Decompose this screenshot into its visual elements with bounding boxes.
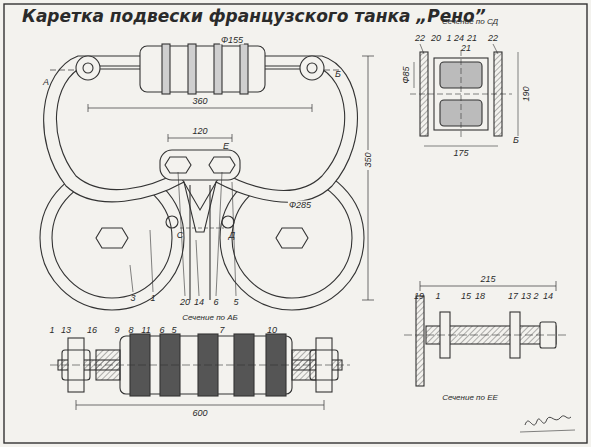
callout-number: 22 <box>488 34 498 43</box>
section-letter: А <box>43 78 49 87</box>
callout-number: 15 <box>461 292 471 301</box>
callout-number: 9 <box>114 326 119 335</box>
section-letter: Д <box>229 231 235 240</box>
dimension-text: 350 <box>364 151 373 168</box>
dimension-text: Ф285 <box>288 201 312 210</box>
callout-number: 3 <box>130 294 135 303</box>
callout-number: 8 <box>128 326 133 335</box>
dimension-text: Ф155 <box>220 36 244 45</box>
callout-number: 18 <box>475 292 485 301</box>
callout-number: 6 <box>159 326 164 335</box>
callout-number: 13 <box>61 326 71 335</box>
callout-number: 7 <box>219 326 224 335</box>
callout-number: 10 <box>267 326 277 335</box>
callout-number: 17 <box>508 292 518 301</box>
callout-number: 1 <box>150 294 155 303</box>
callout-number: 1 <box>446 34 451 43</box>
callout-number: 11 <box>141 326 150 335</box>
dimension-text: 175 <box>452 149 469 158</box>
section-caption: Сечение по ЕЕ <box>442 394 498 402</box>
dimension-text: 215 <box>479 275 496 284</box>
callout-number: 5 <box>171 326 176 335</box>
callout-number: 16 <box>87 326 97 335</box>
callout-number: 20 <box>431 34 441 43</box>
callout-number: 1 <box>435 292 440 301</box>
section-caption: Сечение по АБ <box>182 314 238 322</box>
dimension-text: Ф85 <box>402 65 411 84</box>
dimension-text: 190 <box>522 85 531 102</box>
dimension-text: 600 <box>191 409 208 418</box>
callout-number: 14 <box>194 298 204 307</box>
callout-number: 13 <box>521 292 531 301</box>
callout-number: 19 <box>414 292 424 301</box>
callout-number: 2 <box>533 292 538 301</box>
section-letter: С <box>177 231 184 240</box>
section-letter: Е <box>223 142 229 151</box>
dimension-text: 120 <box>191 127 208 136</box>
dimension-text: 360 <box>191 97 208 106</box>
callout-number: 6 <box>213 298 218 307</box>
section-caption: Сечение по СД <box>442 18 498 26</box>
callout-number: 20 <box>180 298 190 307</box>
section-letter: Б <box>513 136 519 145</box>
drawing-title: Каретка подвески французского танка „Рен… <box>22 6 486 26</box>
callout-number: 21 <box>467 34 477 43</box>
callout-number: 24 <box>454 34 464 43</box>
callout-number: 5 <box>233 298 238 307</box>
callout-number: 1 <box>49 326 54 335</box>
callout-number: 21 <box>461 44 471 53</box>
callout-number: 22 <box>415 34 425 43</box>
callout-number: 14 <box>543 292 553 301</box>
section-letter: Б <box>335 70 341 79</box>
